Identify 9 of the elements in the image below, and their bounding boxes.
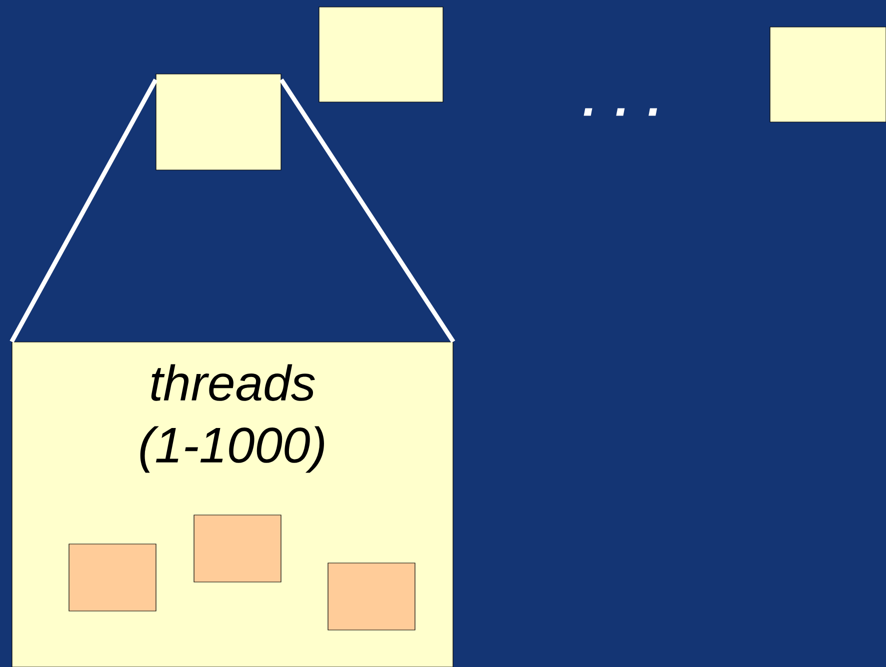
ellipsis: . . . — [584, 108, 658, 116]
connector-line — [10, 78, 158, 343]
box — [68, 544, 156, 612]
box — [770, 26, 886, 122]
box — [156, 74, 282, 170]
box — [318, 6, 444, 102]
box — [328, 562, 416, 630]
connector-line — [279, 78, 456, 343]
box — [194, 514, 282, 582]
